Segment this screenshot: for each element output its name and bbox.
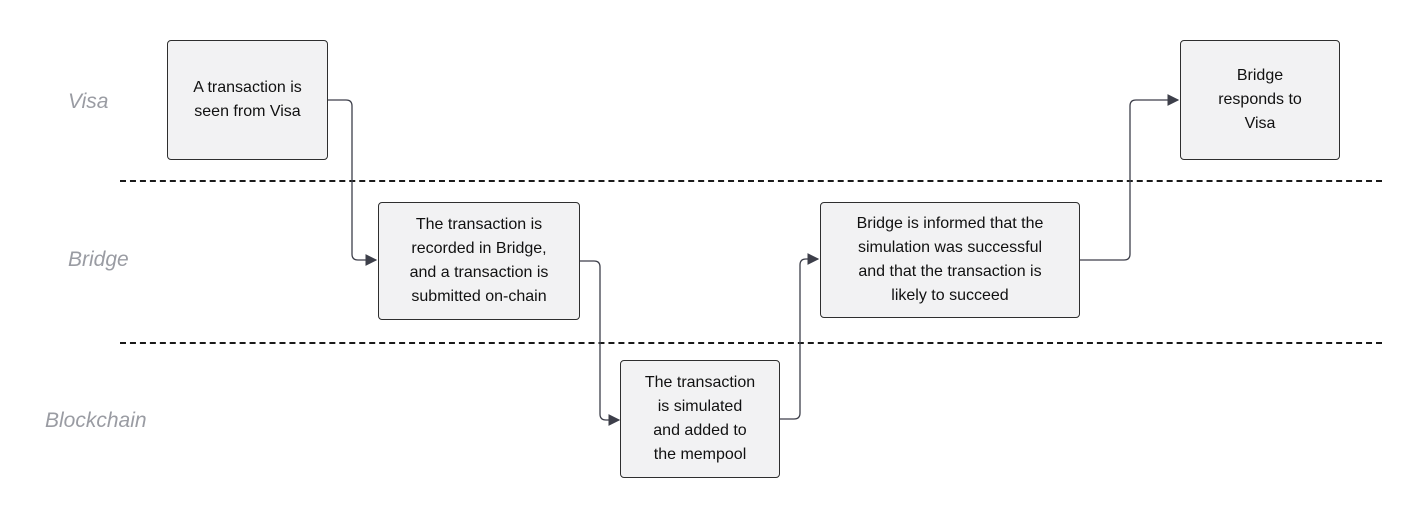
step-transaction-recorded-in-bridge[interactable]: The transaction is recorded in Bridge, a… (378, 202, 580, 320)
lane-label-visa: Visa (68, 90, 109, 113)
connector-informed-to-responds (1080, 94, 1180, 261)
connector-simulated-to-informed (780, 253, 820, 420)
lane-divider-visa-bridge (120, 180, 1382, 182)
lane-divider-bridge-blockchain (120, 342, 1382, 344)
step-bridge-responds-to-visa[interactable]: Bridge responds to Visa (1180, 40, 1340, 160)
lane-label-blockchain: Blockchain (45, 409, 147, 432)
connector-visa-to-recorded (328, 99, 378, 266)
step-transaction-seen-from-visa[interactable]: A transaction is seen from Visa (167, 40, 328, 160)
step-bridge-informed[interactable]: Bridge is informed that the simulation w… (820, 202, 1080, 318)
lane-label-bridge: Bridge (68, 248, 129, 271)
connector-recorded-to-simulated (580, 260, 621, 426)
step-transaction-simulated[interactable]: The transaction is simulated and added t… (620, 360, 780, 478)
